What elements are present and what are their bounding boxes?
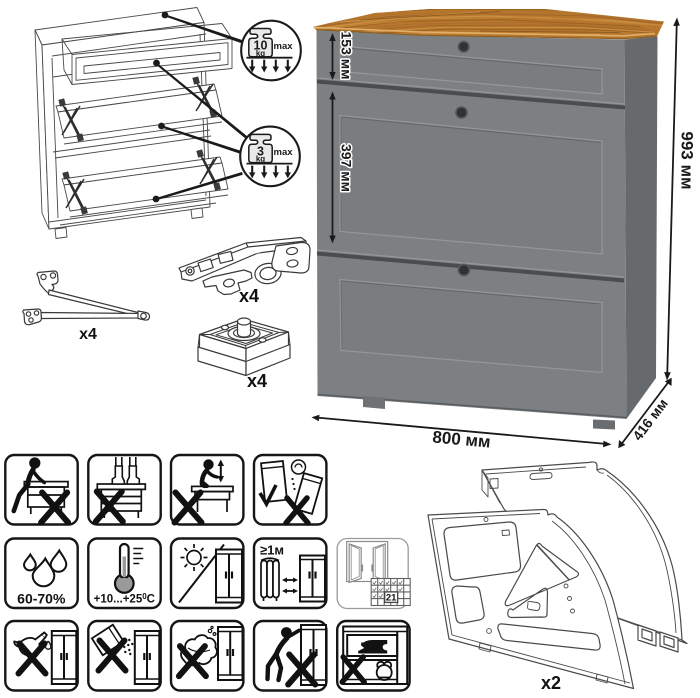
svg-text:x4: x4	[79, 326, 97, 343]
svg-text:21: 21	[386, 593, 397, 604]
svg-text:10: 10	[254, 39, 268, 53]
svg-text:+10...+250C: +10...+250C	[94, 592, 155, 606]
svg-text:kg: kg	[256, 49, 265, 58]
svg-text:3: 3	[257, 145, 264, 159]
svg-text:x4: x4	[247, 371, 267, 391]
svg-text:993 мм: 993 мм	[678, 131, 697, 189]
svg-text:x2: x2	[541, 673, 561, 693]
svg-text:≥1м: ≥1м	[260, 543, 284, 558]
svg-text:153 мм: 153 мм	[339, 32, 355, 80]
svg-text:max: max	[274, 41, 294, 52]
svg-text:x4: x4	[239, 286, 259, 306]
svg-text:max: max	[274, 147, 294, 158]
svg-text:60-70%: 60-70%	[17, 591, 66, 607]
svg-text:kg: kg	[256, 155, 265, 164]
svg-text:397 мм: 397 мм	[339, 144, 355, 192]
svg-text:800 мм: 800 мм	[432, 427, 492, 451]
